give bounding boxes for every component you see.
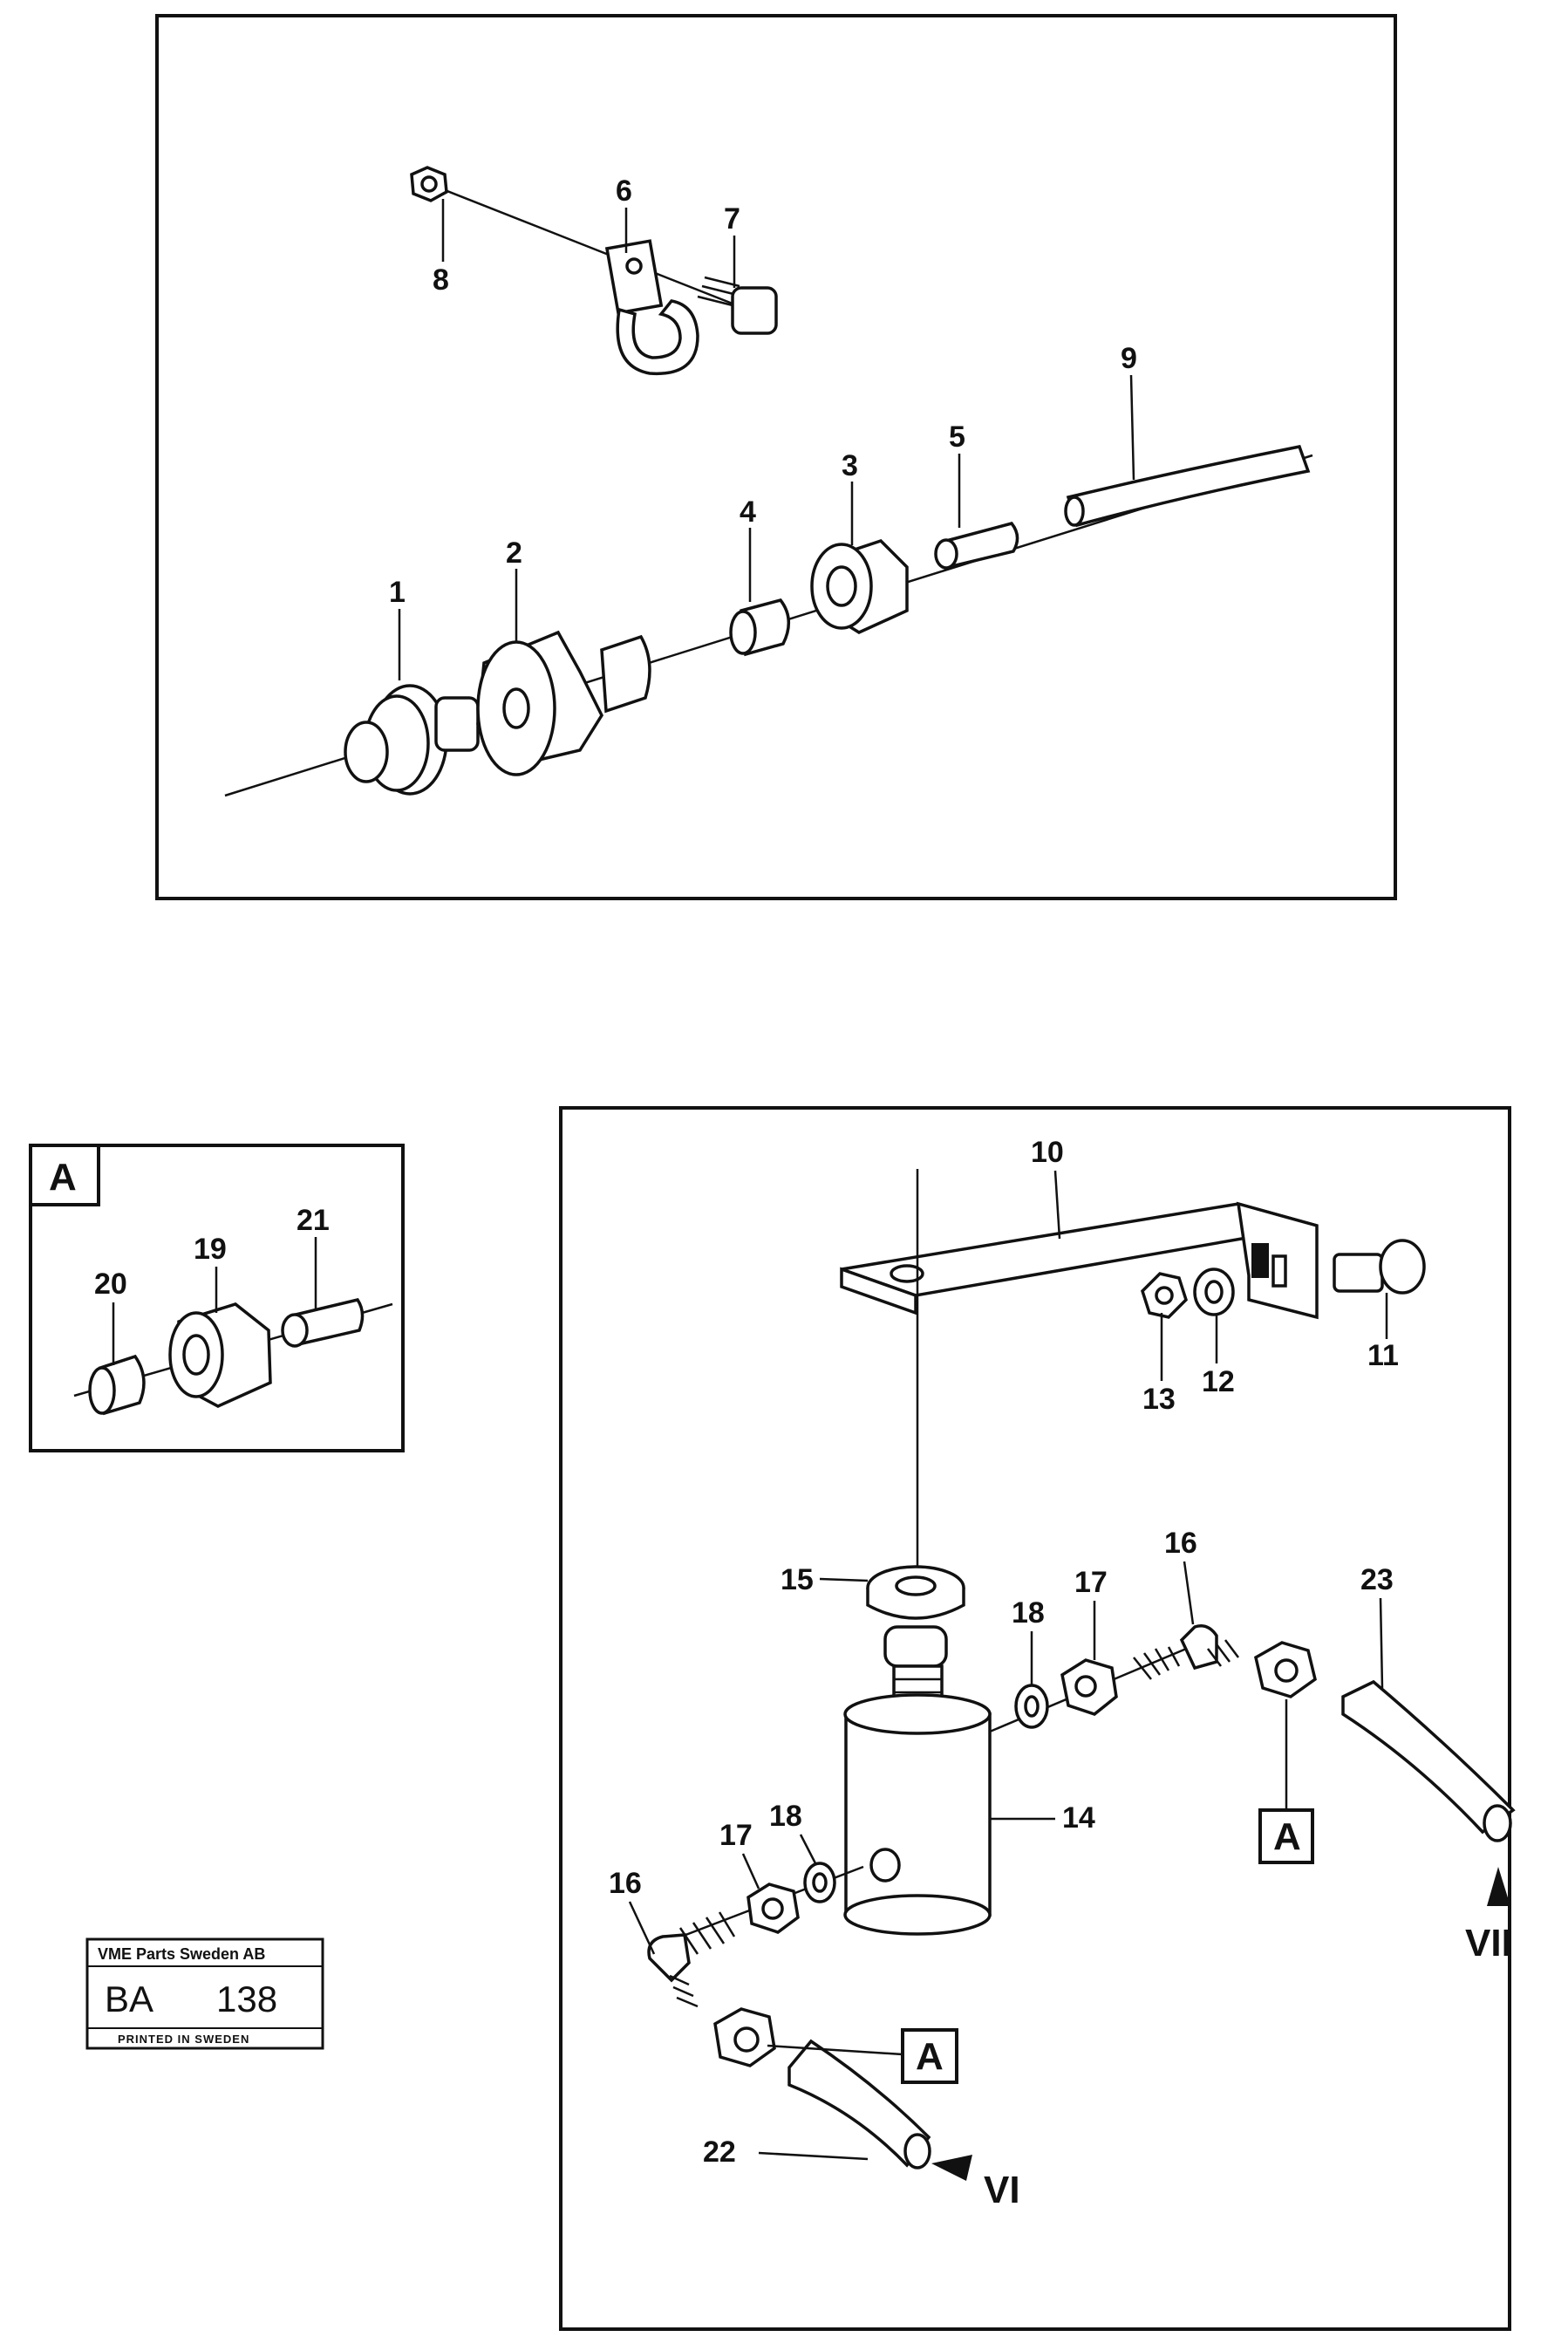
svg-text:A: A: [916, 2035, 944, 2078]
label-8: 8: [433, 263, 449, 297]
part-7-bolt: [697, 276, 778, 335]
label-10: 10: [1031, 1136, 1064, 1169]
top-panel-frame: [155, 14, 1397, 900]
part-16-elbow-left: [647, 1911, 736, 2008]
part-2-hex-fitting: [476, 630, 651, 776]
label-18-left: 18: [769, 1800, 802, 1833]
label-5: 5: [949, 420, 965, 454]
part-21-insert: [281, 1298, 365, 1348]
label-14: 14: [1062, 1801, 1095, 1835]
callout-a-right: A: [1258, 1699, 1314, 1864]
stamp-printed: PRINTED IN SWEDEN: [118, 2033, 249, 2046]
top-labels: 1 2 3 4 5 6 7 8 9: [389, 174, 1137, 680]
arrow-vi: VI: [931, 2155, 1020, 2211]
label-17-right: 17: [1074, 1566, 1108, 1599]
label-17-left: 17: [719, 1819, 753, 1852]
part-16-elbow-right: [1133, 1624, 1239, 1680]
part-8-nut: [410, 166, 448, 202]
bottom-panel-frame: [559, 1106, 1511, 2331]
label-1: 1: [389, 576, 406, 609]
label-18-right: 18: [1012, 1596, 1045, 1630]
label-9: 9: [1121, 342, 1137, 375]
detail-a-tag-label: A: [49, 1156, 77, 1199]
stamp-company: VME Parts Sweden AB: [98, 1945, 265, 1963]
label-6: 6: [616, 174, 632, 208]
bottom-labels: 10 11 12 13 14 15 16 17 18 16 17 18 22 2…: [609, 1136, 1399, 2169]
part-6-clamp: [604, 239, 699, 376]
label-20: 20: [94, 1268, 127, 1301]
part-19-nut: [168, 1302, 272, 1408]
part-a-nut-left: [713, 2007, 776, 2067]
part-20-ferrule: [88, 1354, 146, 1416]
part-10-bracket: [840, 1201, 1319, 1320]
arrow-vii: VII: [1465, 1867, 1512, 1965]
label-16-left: 16: [609, 1867, 642, 1900]
part-4-ferrule: [729, 598, 790, 657]
part-14-body: [843, 1625, 992, 1936]
label-19: 19: [194, 1233, 227, 1266]
label-15: 15: [781, 1563, 814, 1596]
label-16-right: 16: [1164, 1527, 1197, 1560]
detail-a-frame: [29, 1144, 405, 1452]
part-9-tube: [1064, 444, 1311, 528]
part-a-nut-right: [1254, 1641, 1317, 1698]
label-13: 13: [1142, 1383, 1176, 1416]
label-4: 4: [740, 495, 756, 529]
stamp: VME Parts Sweden AB BA 138 PRINTED IN SW…: [85, 1937, 324, 2050]
label-7: 7: [724, 202, 740, 236]
callout-a-left: A: [767, 2028, 958, 2084]
stamp-number: 138: [216, 1978, 277, 2019]
part-12-washer: [1193, 1268, 1235, 1316]
svg-text:VI: VI: [984, 2169, 1020, 2211]
label-3: 3: [842, 449, 858, 482]
part-22-hose: [787, 2039, 931, 2170]
part-18-washer-right: [1014, 1684, 1049, 1729]
label-22: 22: [703, 2135, 736, 2169]
label-12: 12: [1202, 1365, 1235, 1398]
detail-a-tag: [29, 1144, 100, 1206]
svg-text:A: A: [1273, 1815, 1301, 1858]
label-23: 23: [1360, 1563, 1394, 1596]
part-5-insert: [934, 522, 1019, 570]
label-11: 11: [1367, 1339, 1399, 1372]
part-23-hose: [1341, 1679, 1516, 1842]
part-3-nut: [810, 538, 909, 634]
stamp-code: BA: [105, 1978, 153, 2019]
part-17-nut-left: [747, 1883, 800, 1934]
part-11-bolt: [1333, 1239, 1426, 1295]
label-2: 2: [506, 536, 522, 570]
part-1-fitting: [344, 684, 480, 796]
part-15-nut: [866, 1565, 965, 1620]
part-13-nut: [1141, 1272, 1188, 1319]
part-18-washer-left: [803, 1862, 836, 1903]
svg-text:VII: VII: [1465, 1922, 1512, 1965]
label-21: 21: [297, 1204, 330, 1237]
part-17-nut-right: [1060, 1658, 1118, 1716]
clip-axis: [426, 181, 742, 309]
